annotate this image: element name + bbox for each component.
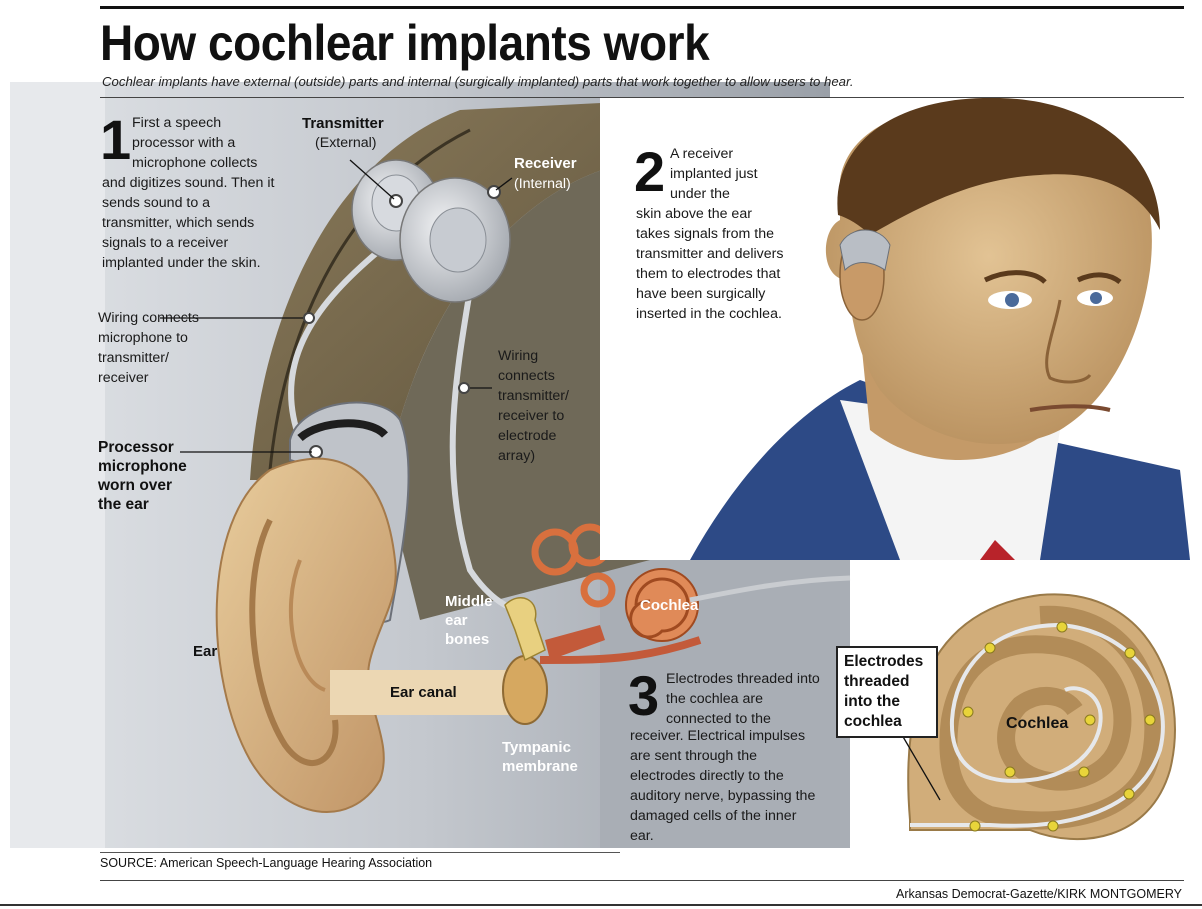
step-1-text-rest: and digitizes sound. Then it sends sound… <box>102 175 275 271</box>
bottom-rule <box>100 880 1184 881</box>
label-transmitter-sub: (External) <box>315 135 377 151</box>
label-cochlea-detail: Cochlea <box>1006 715 1069 732</box>
middle-ear-bones <box>504 597 605 662</box>
label-processor: Processor microphone worn over the ear <box>98 439 187 513</box>
label-middle-ear-bones: Middle ear bones <box>445 593 493 648</box>
credit-line: Arkansas Democrat-Gazette/KIRK MONTGOMER… <box>896 887 1182 901</box>
top-rule <box>100 6 1184 9</box>
ear-canal <box>330 655 548 725</box>
label-tympanic-membrane: Tympanic membrane <box>502 739 578 775</box>
wiring <box>288 247 533 618</box>
outer-ear <box>215 457 397 814</box>
callout-electrodes: Electrodes threaded into the cochlea <box>836 646 938 738</box>
step-3-number: 3 <box>628 664 660 727</box>
source-note: SOURCE: American Speech-Language Hearing… <box>100 856 433 870</box>
leader-lines <box>160 159 941 801</box>
label-receiver-sub: (Internal) <box>514 176 571 192</box>
step-2-text-top: A receiver implanted just under the <box>670 146 758 202</box>
label-cochlea: Cochlea <box>640 597 699 614</box>
receiver-device <box>399 177 511 303</box>
step-2-text-rest: skin above the ear takes signals from th… <box>636 206 784 322</box>
subtitle-rule <box>100 97 1184 98</box>
source-rule <box>100 852 620 853</box>
label-receiver: Receiver <box>514 155 577 172</box>
step-1-text-top: First a speech processor with a micropho… <box>132 115 258 171</box>
wiring-point-1 <box>303 312 315 324</box>
cochlea-detail <box>907 593 1176 841</box>
label-wiring-2: Wiring connects transmitter/ receiver to… <box>498 348 569 464</box>
page-title: How cochlear implants work <box>100 15 710 71</box>
page-subtitle: Cochlear implants have external (outside… <box>102 74 854 89</box>
step-1-number: 1 <box>100 108 132 171</box>
step-3-text-top: Electrodes threaded into the cochlea are… <box>666 671 820 727</box>
label-ear-canal: Ear canal <box>390 684 457 701</box>
step-3-text-rest: receiver. Electrical impulses are sent t… <box>630 728 816 844</box>
wiring-point-2 <box>458 382 470 394</box>
label-transmitter: Transmitter <box>302 115 384 132</box>
label-wiring-1: Wiring connects microphone to transmitte… <box>98 310 199 386</box>
inner-ear <box>531 523 851 664</box>
step-2-number: 2 <box>634 140 666 203</box>
label-ear: Ear <box>193 643 218 660</box>
portrait <box>600 97 1190 560</box>
foot-rule <box>0 904 1202 906</box>
